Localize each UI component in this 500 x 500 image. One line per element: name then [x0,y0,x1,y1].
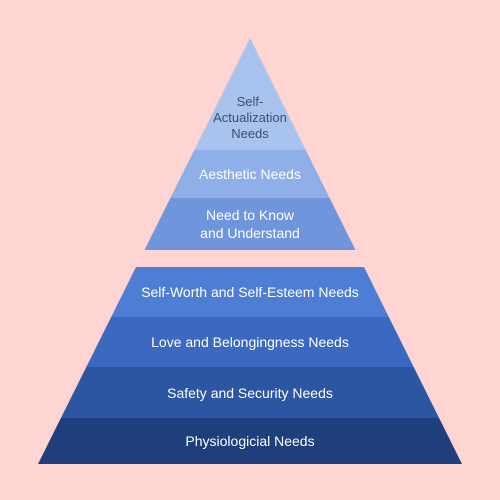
level-aesthetic [170,150,330,198]
level-safety-security [60,367,440,418]
deficiency-needs-trapezoid [38,267,462,464]
level-self-esteem [111,267,389,317]
level-love-belonging [86,317,414,367]
growth-needs-triangle [144,38,356,250]
label-physiological: Physiologicial Needs [185,433,315,449]
label-self-actualization: Self- Actualization Needs [213,94,287,141]
label-love-belonging: Love and Belongingness Needs [151,334,349,350]
level-know-understand [144,198,356,250]
level-physiological [38,418,462,464]
label-self-esteem: Self-Worth and Self-Esteem Needs [141,284,359,300]
label-safety-security: Safety and Security Needs [167,384,333,401]
label-know-understand: Need to Know and Understand [200,207,300,241]
label-aesthetic: Aesthetic Needs [199,166,301,182]
level-self-actualization [194,38,306,150]
